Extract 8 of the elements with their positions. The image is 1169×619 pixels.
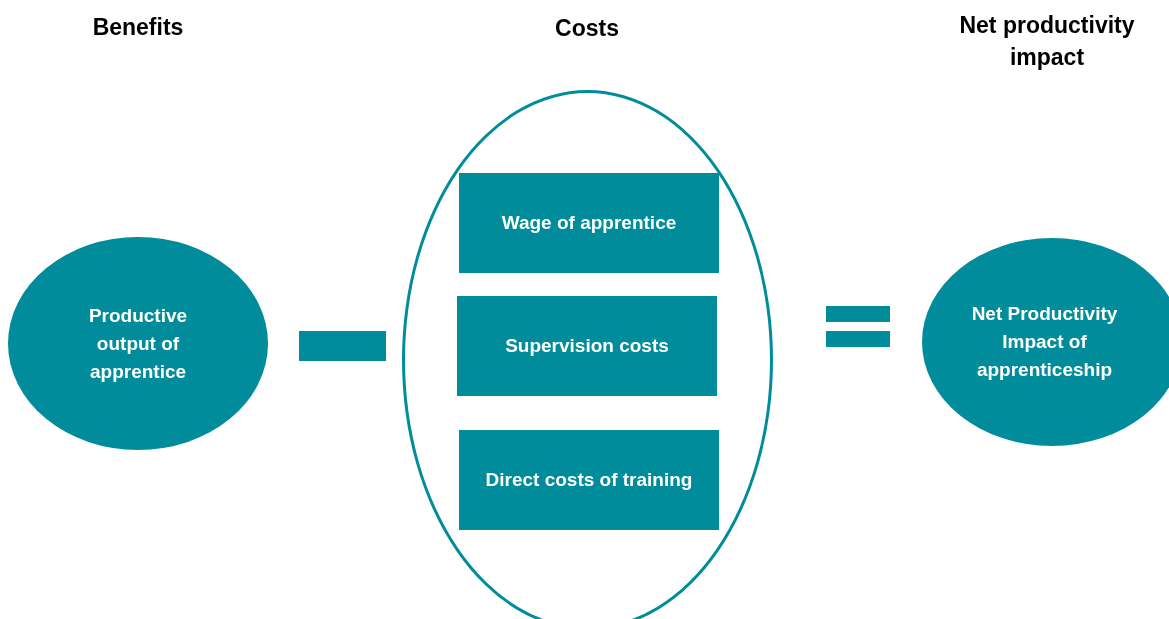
benefit-ellipse: Productive output of apprentice [8, 237, 268, 450]
cost-box: Direct costs of training [459, 430, 719, 530]
column-heading: Net productivity impact [958, 11, 1136, 72]
result-ellipse: Net Productivity Impact of apprenticeship [922, 238, 1169, 446]
cost-box: Supervision costs [457, 296, 717, 396]
cost-box: Wage of apprentice [459, 173, 719, 273]
column-heading: Benefits [91, 13, 185, 42]
column-heading: Costs [554, 14, 620, 43]
